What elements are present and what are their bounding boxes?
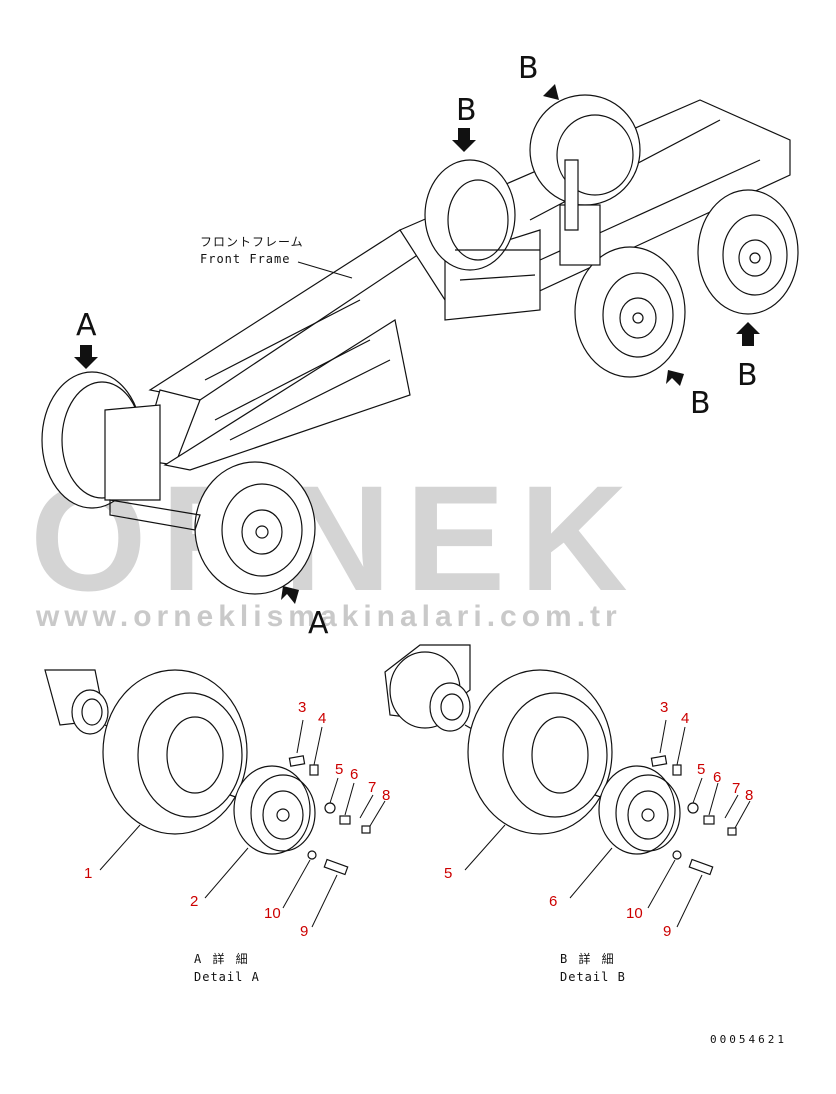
- rear-wheel-left-rear: [529, 94, 641, 206]
- detail-a-title-en: Detail A: [194, 970, 260, 984]
- detail-a: [44, 669, 371, 876]
- front-frame-leader: [297, 261, 353, 279]
- view-mark-a-top: A: [76, 308, 97, 343]
- front-frame-label-en: Front Frame: [200, 252, 290, 266]
- callout-b-10: 10: [626, 905, 643, 922]
- arrow-a-bottom-icon: [281, 586, 299, 604]
- arrow-b-right-icon: [736, 322, 760, 346]
- arrow-a-top-icon: [74, 345, 98, 369]
- callout-a-10: 10: [264, 905, 281, 922]
- detail-b-leaders: [464, 719, 751, 928]
- front-right-wheel: [194, 461, 316, 595]
- callout-a-4: 4: [318, 710, 326, 727]
- callout-b-3: 3: [660, 699, 668, 716]
- view-mark-a-bottom: A: [308, 606, 329, 641]
- callout-a-5: 5: [335, 761, 343, 778]
- callout-a-6: 6: [350, 766, 358, 783]
- callout-a-1: 1: [84, 865, 92, 882]
- detail-a-callouts: 1 2 3 4 5 6 7 8 9 10: [84, 699, 390, 940]
- chassis-illustration: [41, 94, 799, 595]
- detail-b-title-en: Detail B: [560, 970, 626, 984]
- view-mark-b-lower: B: [690, 386, 711, 421]
- callout-a-7: 7: [368, 779, 376, 796]
- watermark: ORNEK www.orneklismakinalari.com.tr: [30, 454, 628, 633]
- callout-b-7: 7: [732, 780, 740, 797]
- callout-b-9: 9: [663, 923, 671, 940]
- rear-wheel-right-rear: [697, 189, 799, 315]
- detail-a-title-jp: A 詳 細: [194, 951, 250, 966]
- arrow-b-lower-icon: [666, 370, 684, 386]
- front-frame-label-jp: フロントフレーム: [200, 235, 304, 249]
- detail-a-leaders: [99, 719, 386, 928]
- detail-b-title-jp: B 詳 細: [560, 951, 616, 966]
- callout-a-9: 9: [300, 923, 308, 940]
- rear-wheel-left-front: [424, 159, 516, 271]
- callout-a-8: 8: [382, 787, 390, 804]
- callout-a-2: 2: [190, 893, 198, 910]
- rear-wheel-right-front: [574, 246, 686, 378]
- callout-b-8: 8: [745, 787, 753, 804]
- detail-b: [384, 644, 737, 876]
- callout-b-4: 4: [681, 710, 689, 727]
- callout-b-5: 5: [697, 761, 705, 778]
- callout-b-6: 6: [713, 769, 721, 786]
- view-arrows: [74, 82, 760, 604]
- watermark-url: www.orneklismakinalari.com.tr: [35, 600, 622, 633]
- view-mark-b-top-right: B: [518, 51, 539, 86]
- drawing-number: 00054621: [710, 1033, 787, 1046]
- arrow-b-top-icon: [452, 128, 476, 152]
- callout-a-3: 3: [298, 699, 306, 716]
- callout-b-6-rim: 6: [549, 893, 557, 910]
- view-mark-b-right: B: [737, 358, 758, 393]
- detail-b-callouts: 5 6 3 4 5 6 7 8 9 10: [444, 699, 753, 940]
- view-mark-b-top-left: B: [456, 93, 477, 128]
- arrow-b-topright-icon: [541, 82, 559, 100]
- callout-b-5-tire: 5: [444, 865, 452, 882]
